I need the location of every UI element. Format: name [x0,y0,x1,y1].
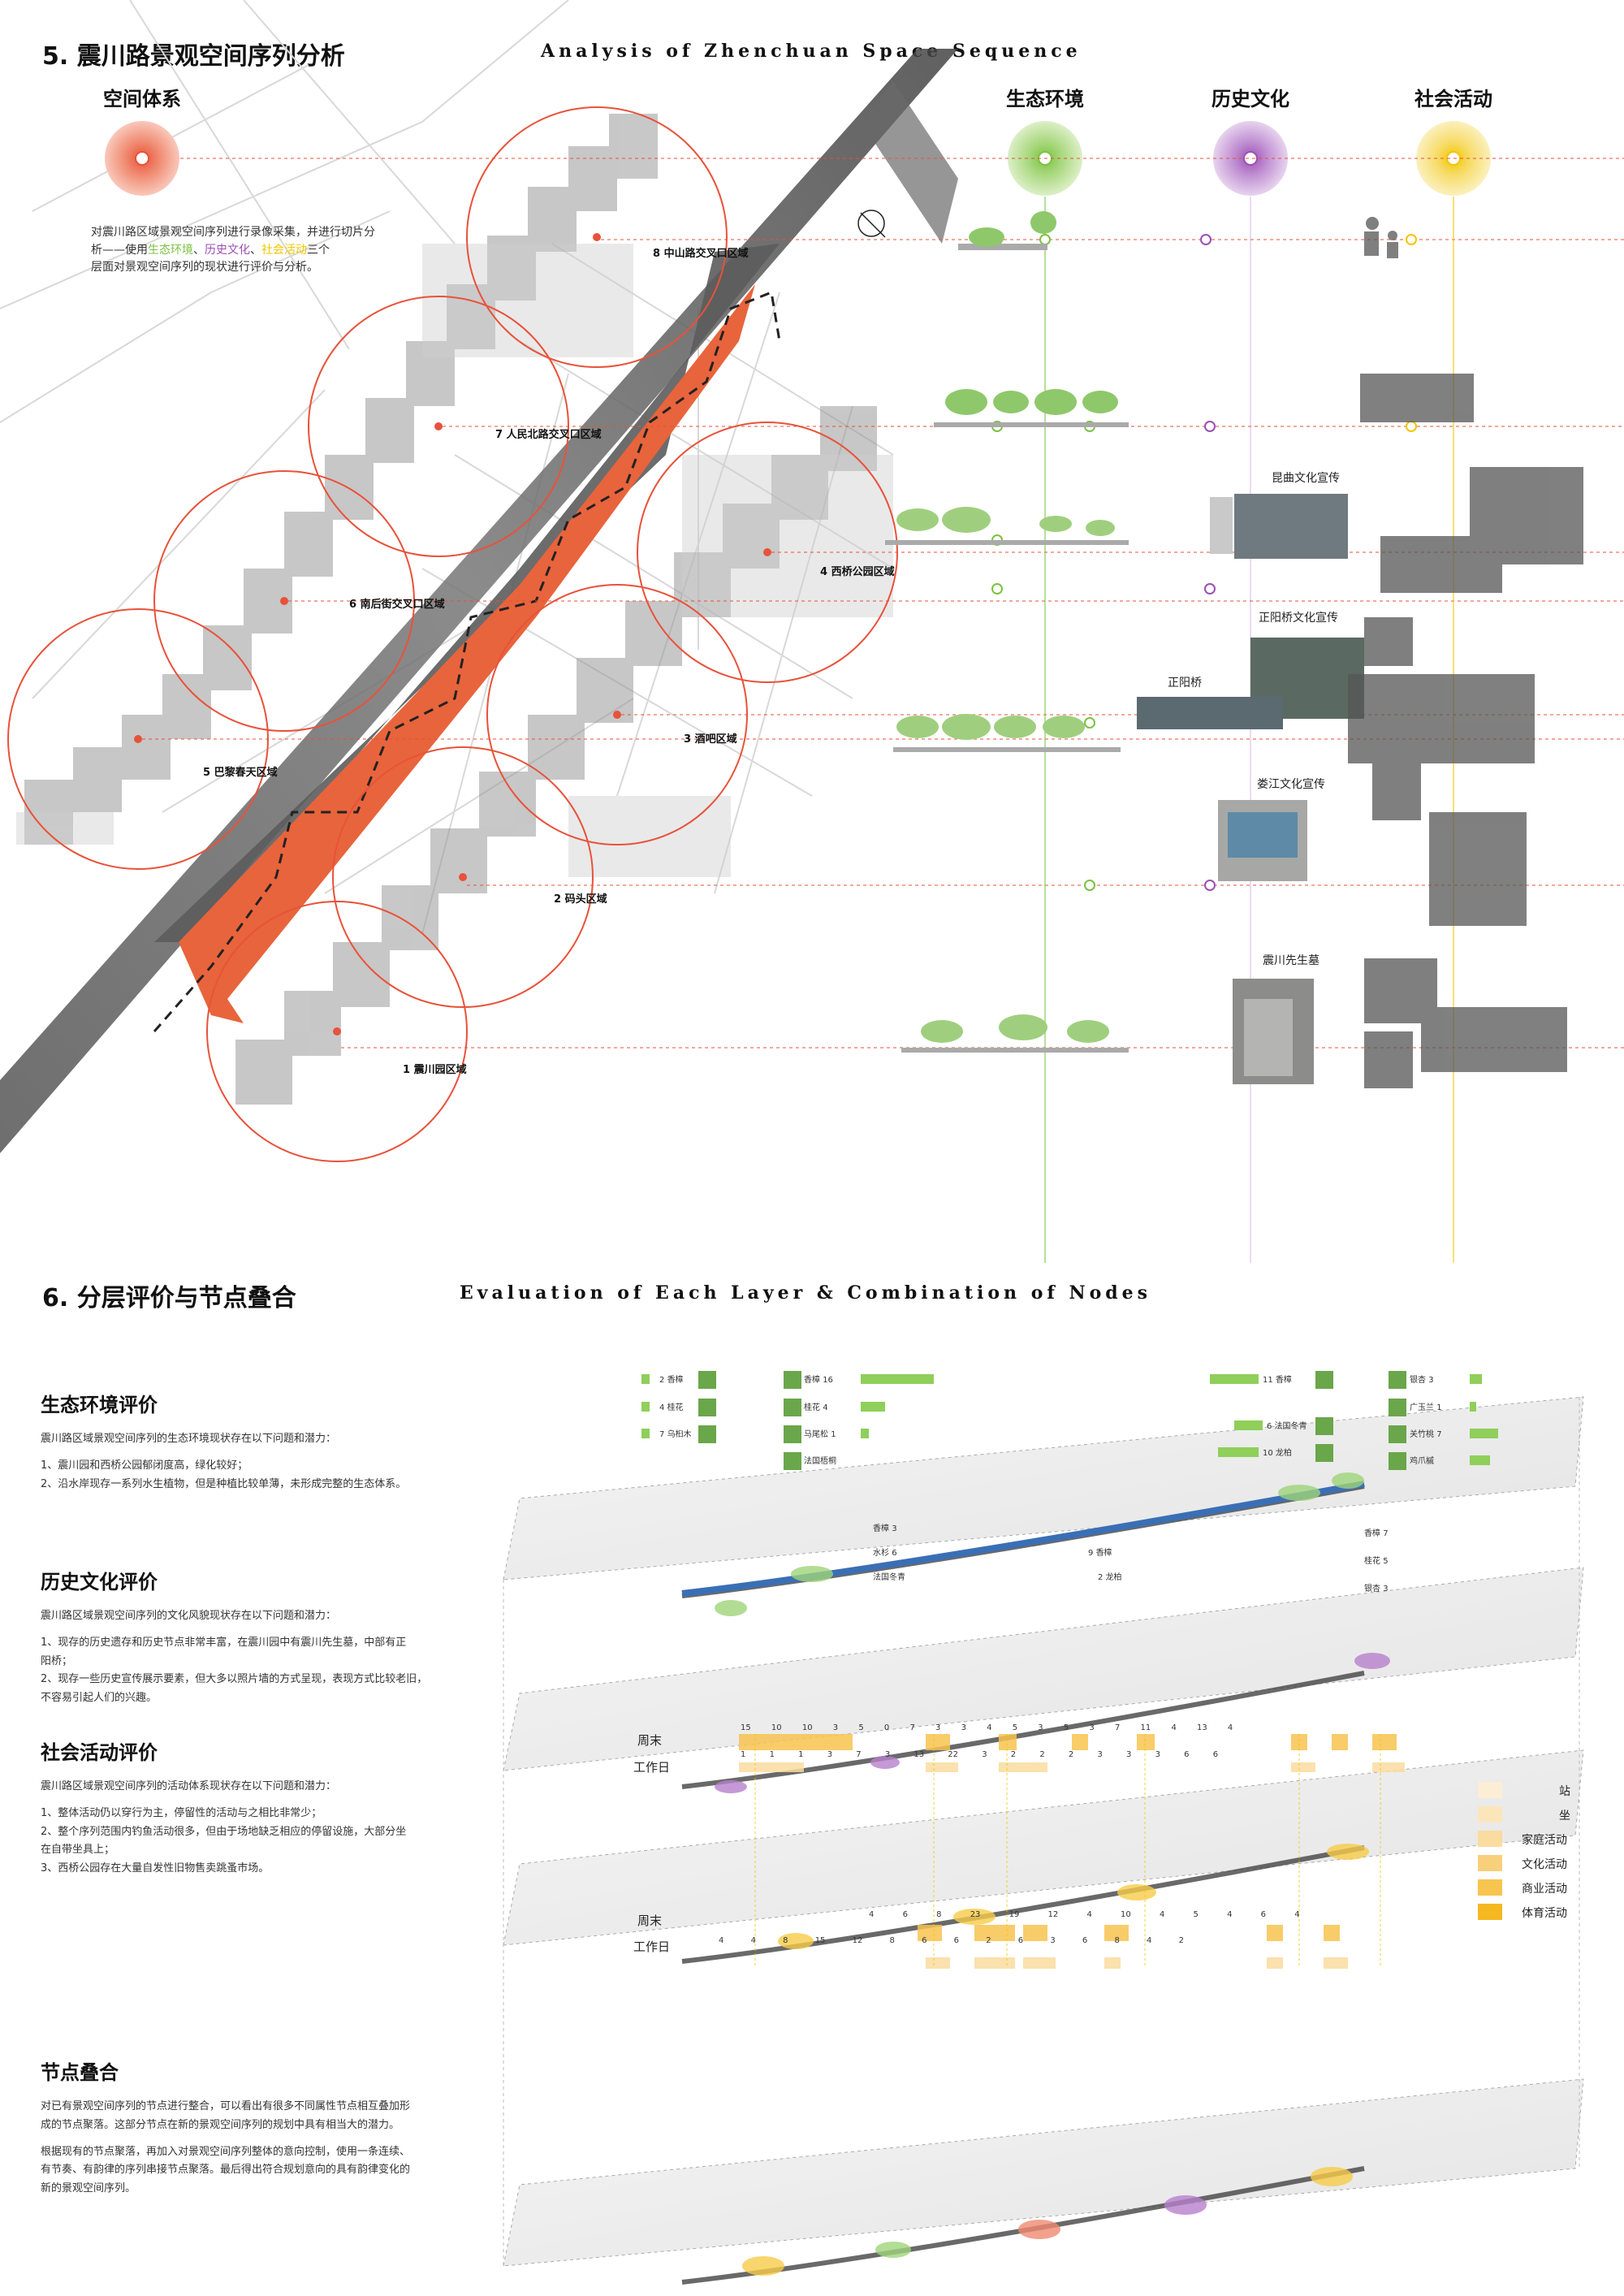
plant-left-2: 4 桂花 [659,1403,684,1412]
legend-label-5: 商业活动 [1522,1883,1567,1896]
spatial-system-title: 空间体系 [103,88,181,110]
intro-line-2: 析——使用生态环境、历史文化、社会活动三个 [91,243,330,257]
plant-lower-8: 银杏 3 [1364,1585,1389,1593]
eco-eval-title: 生态环境评价 [41,1394,158,1416]
weekday-label-top: 工作日 [633,1760,671,1775]
legend-label-6: 体育活动 [1522,1907,1567,1920]
nodes-eval-text: 对已有景观空间序列的节点进行整合，可以看出有很多不同属性节点相互叠加形 成的节点… [41,2100,411,2194]
section6-title: 6. 分层评价与节点叠合 [42,1284,296,1312]
history-title: 历史文化 [1212,88,1289,110]
weekend-counts-bottom: 4 6 8 23 19 12 4 10 4 5 4 6 4 [869,1910,1300,1919]
region-label-4: 4 西桥公园区域 [820,566,895,578]
plant-mid-3: 马尾松 1 [804,1430,836,1439]
plant-lower-4: 9 香樟 [1088,1549,1112,1558]
plant-far-1: 银杏 3 [1410,1376,1434,1385]
plant-lower-7: 桂花 5 [1364,1557,1389,1566]
social-evaluation: 社会活动评价 震川路区域景观空间序列的活动体系现状存在以下问题和潜力： 1、整体… [41,1736,495,1879]
section5-en-title: Analysis of Zhenchuan Space Sequence [541,41,1082,62]
intro-social: 社会活动 [261,243,307,257]
hist-eval-title: 历史文化评价 [41,1571,158,1593]
legend-swatch-2 [1478,1806,1502,1823]
plant-mid-2: 桂花 4 [804,1403,828,1412]
plant-lower-5: 2 龙柏 [1098,1573,1122,1582]
eco-title: 生态环境 [1006,88,1084,110]
legend-swatch-1 [1478,1782,1502,1798]
nodes-eval-title: 节点叠合 [41,2061,119,2084]
weekday-counts-bottom: 4 4 8 15 12 8 6 6 2 6 3 6 8 4 2 [719,1936,1184,1945]
region-label-6: 6 南后街交叉口区域 [349,599,445,611]
weekday-label-bottom: 工作日 [633,1939,671,1954]
region-label-1: 1 震川园区域 [403,1064,467,1076]
plant-left-1: 2 香樟 [659,1376,684,1385]
intro-eco: 生态环境 [148,243,193,257]
layered-diagram [503,1371,1584,2285]
nodes-evaluation: 节点叠合 对已有景观空间序列的节点进行整合，可以看出有很多不同属性节点相互叠加形… [41,2056,495,2199]
section5-intro: 对震川路区域景观空间序列进行录像采集，并进行切片分 析——使用生态环境、历史文化… [91,224,440,277]
section5-title: 5. 震川路景观空间序列分析 [42,42,345,71]
intro-line-3: 层面对景观空间序列的现状进行评价与分析。 [91,261,318,275]
legend-label-3: 家庭活动 [1522,1834,1567,1847]
legend-swatch-5 [1478,1879,1502,1896]
legend-label-1: 站 [1559,1785,1570,1798]
legend-label-2: 坐 [1559,1810,1570,1823]
intro-hist: 历史文化 [205,243,250,257]
intro-line-1: 对震川路区域景观空间序列进行录像采集，并进行切片分 [91,226,375,239]
plant-lower-1: 香樟 3 [873,1524,897,1533]
region-label-5: 5 巴黎春天区域 [203,767,278,779]
plant-far-3: 关竹桃 7 [1410,1430,1442,1439]
photo-label-zhenchuan-tomb: 震川先生墓 [1263,954,1320,967]
legend-swatch-4 [1478,1855,1502,1871]
hist-eval-text: 震川路区域景观空间序列的文化风貌现状存在以下问题和潜力： 1、现存的历史遗存和历… [41,1610,428,1704]
social-eval-title: 社会活动评价 [41,1741,158,1764]
plant-mid-1: 香樟 16 [804,1376,833,1385]
plant-far-4: 鸡爪槭 [1410,1457,1434,1466]
weekend-counts-top: 15 10 10 3 5 0 7 3 3 4 5 3 5 3 7 11 4 13… [741,1723,1233,1732]
photo-label-zhengyang-bridge: 正阳桥 [1168,677,1202,690]
legend-swatch-6 [1478,1904,1502,1920]
weekend-label-bottom: 周末 [637,1913,663,1928]
photo-label-zhengyang-culture: 正阳桥文化宣传 [1259,612,1338,625]
weekend-label-top: 周末 [637,1733,663,1748]
social-eval-text: 震川路区域景观空间序列的活动体系现状存在以下问题和潜力： 1、整体活动仍以穿行为… [41,1780,407,1874]
space-sequence-map [0,0,1624,1263]
plant-lower-2: 水杉 6 [873,1549,897,1558]
photo-label-loujiang: 娄江文化宣传 [1257,778,1325,791]
plant-right-1: 11 香樟 [1263,1376,1292,1385]
plant-far-2: 广玉兰 1 [1410,1403,1442,1412]
eco-eval-text: 震川路区域景观空间序列的生态环境现状存在以下问题和潜力： 1、震川园和西桥公园郁… [41,1433,407,1490]
history-evaluation: 历史文化评价 震川路区域景观空间序列的文化风貌现状存在以下问题和潜力： 1、现存… [41,1566,495,1708]
section6-en-title: Evaluation of Each Layer & Combination o… [460,1282,1152,1304]
weekday-counts-top: 1 1 1 3 7 3 13 22 3 2 2 2 3 3 3 6 6 [741,1750,1219,1759]
social-title: 社会活动 [1415,88,1492,110]
legend-label-4: 文化活动 [1522,1858,1567,1871]
legend-swatch-3 [1478,1831,1502,1847]
region-label-7: 7 人民北路交叉口区域 [495,429,602,441]
plant-right-3: 10 龙柏 [1263,1449,1292,1458]
photo-label-kunqu: 昆曲文化宣传 [1272,472,1340,485]
region-label-2: 2 码头区域 [554,893,607,906]
plant-left-3: 7 乌桕木 [659,1430,692,1439]
plant-lower-6: 香樟 7 [1364,1529,1389,1538]
eco-evaluation: 生态环境评价 震川路区域景观空间序列的生态环境现状存在以下问题和潜力： 1、震川… [41,1389,495,1494]
plant-mid-4: 法国梧桐 [804,1457,836,1466]
region-label-8: 8 中山路交叉口区域 [653,248,749,260]
plant-right-2: 6 法国冬青 [1267,1422,1307,1431]
region-label-3: 3 酒吧区域 [684,733,737,746]
plant-lower-3: 法国冬青 [873,1573,905,1582]
